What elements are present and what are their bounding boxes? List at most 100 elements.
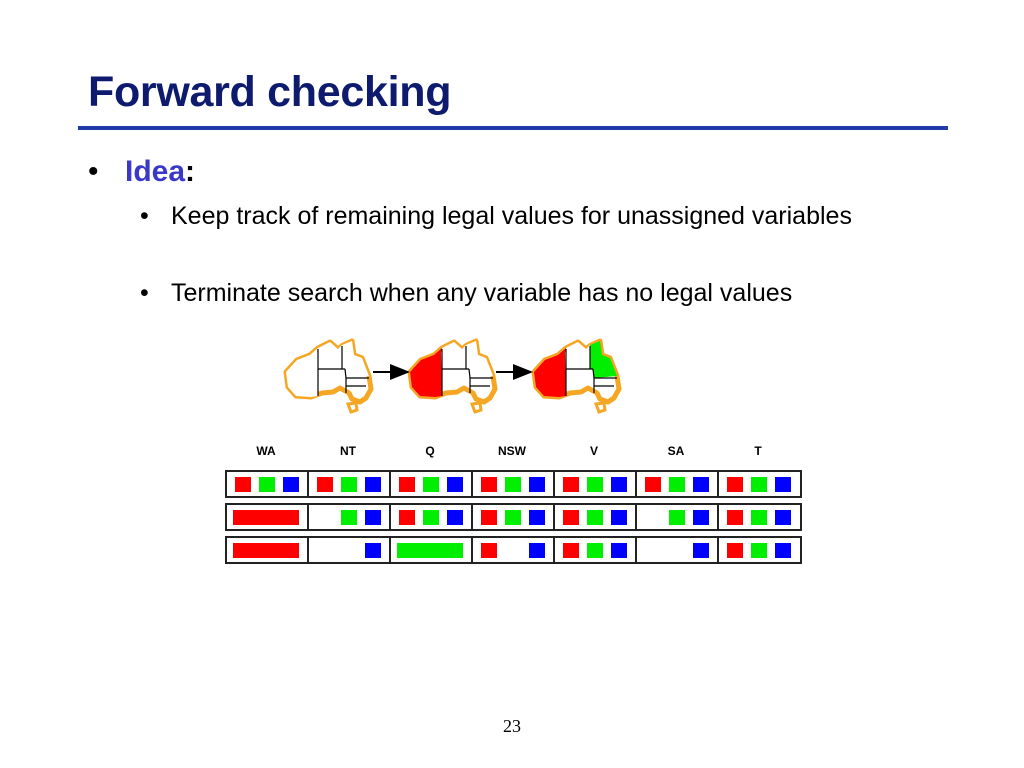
domain-cell-sa: [637, 538, 719, 562]
blue-value-square: [365, 510, 381, 525]
blue-value-square: [529, 477, 545, 492]
assigned-red-bar: [233, 543, 299, 558]
column-header-nsw: NSW: [498, 444, 526, 458]
idea-colon: :: [185, 155, 196, 188]
green-value-square: [587, 510, 603, 525]
blue-value-square: [283, 477, 299, 492]
blue-value-square: [529, 510, 545, 525]
domain-cell-wa: [227, 538, 309, 562]
domain-cell-nsw: [473, 472, 555, 496]
red-value-square: [563, 477, 579, 492]
page-number: 23: [503, 716, 521, 736]
region-wa: [410, 348, 442, 397]
blue-value-square: [611, 510, 627, 525]
green-value-square: [751, 477, 767, 492]
blue-value-square: [693, 543, 709, 558]
domain-cell-v: [555, 472, 637, 496]
red-value-square: [481, 543, 497, 558]
red-value-square: [727, 477, 743, 492]
sub-bullet-text: Terminate search when any variable has n…: [171, 279, 793, 307]
sub-bullet-text: Keep track of remaining legal values for…: [171, 202, 852, 230]
blue-value-square: [447, 477, 463, 492]
region-wa: [286, 348, 318, 397]
region-nt: [442, 342, 466, 369]
domain-cell-v: [555, 538, 637, 562]
domain-cell-q: [391, 472, 473, 496]
column-header-t: T: [754, 444, 762, 458]
blue-value-square: [365, 543, 381, 558]
australia-map-1: [283, 338, 374, 414]
assigned-red-bar: [233, 510, 299, 525]
green-value-square: [587, 543, 603, 558]
domain-row-2: [225, 503, 802, 531]
domain-cell-t: [719, 538, 799, 562]
region-q: [342, 341, 369, 378]
domain-cell-nt: [309, 472, 391, 496]
green-value-square: [423, 510, 439, 525]
blue-value-square: [447, 510, 463, 525]
domain-cell-wa: [227, 472, 309, 496]
domain-cell-t: [719, 472, 799, 496]
green-value-square: [341, 510, 357, 525]
domain-cell-wa: [227, 505, 309, 529]
domain-cell-nt: [309, 538, 391, 562]
red-value-square: [481, 510, 497, 525]
domain-cell-nt: [309, 505, 391, 529]
red-value-square: [399, 510, 415, 525]
domain-cell-sa: [637, 472, 719, 496]
region-q: [590, 341, 617, 378]
red-value-square: [317, 477, 333, 492]
region-nt: [566, 342, 590, 369]
red-value-square: [481, 477, 497, 492]
red-value-square: [645, 477, 661, 492]
domain-row-1: [225, 470, 802, 498]
region-t: [345, 401, 359, 414]
blue-value-square: [611, 543, 627, 558]
idea-heading: Idea:: [125, 154, 195, 190]
green-value-square: [751, 510, 767, 525]
region-wa: [534, 348, 566, 397]
domain-cell-nsw: [473, 538, 555, 562]
bullet-dot-icon: •: [88, 155, 99, 188]
red-value-square: [727, 543, 743, 558]
green-value-square: [669, 477, 685, 492]
domain-cell-sa: [637, 505, 719, 529]
domain-cell-q: [391, 538, 473, 562]
green-value-square: [259, 477, 275, 492]
australia-map-2: [407, 338, 498, 414]
title-divider: [78, 126, 948, 130]
sub-bullet-dot-icon: •: [140, 279, 149, 307]
assigned-green-bar: [397, 543, 463, 558]
domain-cell-nsw: [473, 505, 555, 529]
green-value-square: [669, 510, 685, 525]
slide-title: Forward checking: [88, 68, 452, 116]
green-value-square: [505, 477, 521, 492]
region-t: [469, 401, 483, 414]
green-value-square: [587, 477, 603, 492]
idea-label: Idea: [125, 155, 186, 188]
blue-value-square: [611, 477, 627, 492]
column-header-v: V: [589, 444, 598, 458]
domain-row-3: [225, 536, 802, 564]
column-header-wa: WA: [256, 444, 276, 458]
australia-map-3: [531, 338, 622, 414]
column-header-sa: SA: [667, 444, 685, 458]
sub-bullet-dot-icon: •: [140, 202, 149, 230]
region-t: [593, 401, 607, 414]
domain-cell-v: [555, 505, 637, 529]
domain-cell-t: [719, 505, 799, 529]
column-header-nt: NT: [340, 444, 356, 458]
region-q: [466, 341, 493, 378]
blue-value-square: [529, 543, 545, 558]
red-value-square: [399, 477, 415, 492]
blue-value-square: [775, 543, 791, 558]
column-header-q: Q: [425, 444, 435, 458]
green-value-square: [751, 543, 767, 558]
red-value-square: [235, 477, 251, 492]
red-value-square: [563, 510, 579, 525]
red-value-square: [563, 543, 579, 558]
blue-value-square: [365, 477, 381, 492]
green-value-square: [341, 477, 357, 492]
green-value-square: [423, 477, 439, 492]
